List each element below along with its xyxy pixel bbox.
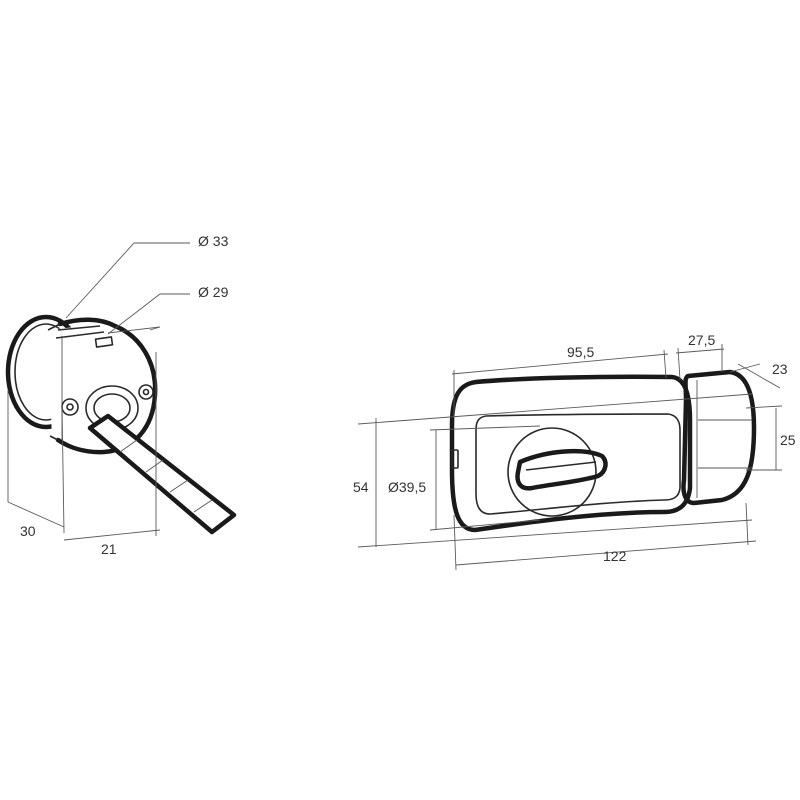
cylinder-view: Ø 33 Ø 29 30 21 bbox=[5, 233, 237, 557]
keeper bbox=[681, 369, 757, 506]
keeper-length-label: 27,5 bbox=[688, 332, 715, 348]
keeper-height-label: 25 bbox=[780, 432, 796, 448]
keeper-depth-label: 23 bbox=[772, 361, 788, 377]
tailpiece-bar bbox=[87, 413, 237, 535]
body-length-label: 95,5 bbox=[567, 344, 594, 360]
outer-diameter-label: Ø 33 bbox=[198, 233, 229, 249]
cylinder-body bbox=[47, 317, 158, 455]
thumb-turn bbox=[507, 427, 608, 517]
height-label: 54 bbox=[353, 479, 369, 495]
cylinder-dimensions bbox=[7, 242, 190, 541]
rosette-diameter-label: Ø39,5 bbox=[388, 479, 426, 495]
inner-diameter-label: Ø 29 bbox=[198, 284, 229, 300]
depth-label: 21 bbox=[101, 541, 117, 557]
lock-body bbox=[449, 374, 693, 533]
lock-dimensions bbox=[357, 344, 783, 571]
total-length-label: 122 bbox=[603, 548, 627, 564]
length-label: 30 bbox=[20, 523, 36, 539]
lock-body-view: 95,5 27,5 23 25 54 Ø39,5 122 bbox=[353, 332, 796, 571]
